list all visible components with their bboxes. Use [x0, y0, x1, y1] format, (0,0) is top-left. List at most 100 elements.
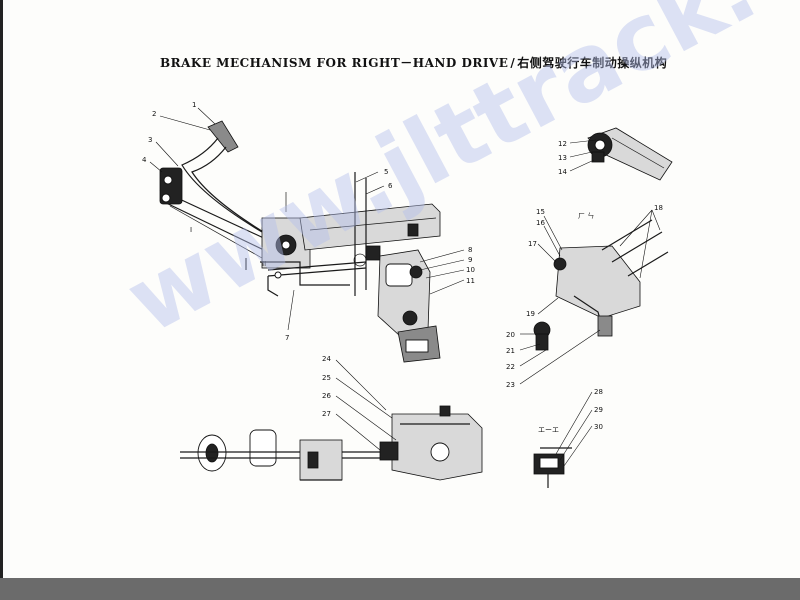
booster-cap [409, 265, 423, 279]
valve-detail [533, 447, 572, 488]
leader-7 [287, 289, 295, 331]
master-cylinder-assembly [285, 172, 441, 363]
part-label-29: 29 [594, 406, 603, 414]
leader-16 [543, 225, 561, 257]
linkage-rod-lower [267, 267, 367, 277]
valve-window [539, 457, 559, 469]
cross-beam [299, 203, 441, 251]
leader-12 [569, 139, 597, 144]
part-label-8: 8 [468, 246, 472, 254]
leader-17 [537, 243, 557, 263]
bracket-body [555, 245, 641, 319]
gearbox-flange [379, 441, 399, 461]
leader-30 [563, 425, 593, 467]
leader-1 [197, 107, 216, 125]
leader-9 [419, 259, 465, 271]
pedal-rod-thin [169, 205, 263, 259]
pedal-arm [181, 137, 263, 233]
part-label-10: 10 [466, 266, 475, 274]
part-label-16: 16 [536, 219, 545, 227]
part-label-24: 24 [322, 355, 331, 363]
scan-edge-bottom [0, 578, 800, 600]
fitting-top [407, 223, 419, 237]
part-label-25: 25 [322, 374, 331, 382]
stray-mark-b: II [262, 260, 266, 268]
part-label-11: 11 [466, 277, 475, 285]
shaft-coupler [249, 429, 277, 467]
part-label-21: 21 [506, 347, 515, 355]
booster-window [385, 263, 413, 287]
part-number-labels: 1 2 3 4 5 6 7 8 9 10 11 12 13 14 15 16 1… [142, 101, 663, 434]
title-separator: / [510, 56, 516, 70]
beam-edge [309, 217, 437, 231]
part-label-1: 1 [192, 101, 196, 109]
lower-link [267, 276, 279, 297]
leader-14 [569, 159, 595, 172]
pedal-arm-edge [191, 146, 271, 237]
part-label-14: 14 [558, 168, 567, 176]
leader-23 [519, 329, 601, 385]
part-label-2: 2 [152, 110, 156, 118]
leader-24 [335, 359, 387, 411]
booster-body [377, 249, 431, 337]
leader-lines [149, 107, 661, 467]
part-label-5: 5 [384, 168, 388, 176]
leader-26 [335, 395, 397, 441]
pedal-bolt-a [163, 175, 173, 185]
axle-assembly [180, 405, 483, 481]
master-cylinder-window [405, 339, 429, 353]
bracket-valve [535, 333, 549, 351]
lever-arm-line [611, 137, 665, 169]
wheel-drum-center [205, 443, 219, 463]
link-pin [274, 271, 282, 279]
leader-15 [543, 215, 563, 251]
leader-3 [155, 141, 179, 167]
part-label-3: 3 [148, 136, 152, 144]
part-label-6: 6 [388, 182, 393, 190]
part-label-23: 23 [506, 381, 515, 389]
bracket-tube-end [597, 315, 613, 337]
bracket-bolt-a [553, 257, 567, 271]
leader-27 [335, 413, 381, 451]
bracket-fins [601, 219, 669, 277]
leader-29 [559, 409, 593, 461]
title-english: BRAKE MECHANISM FOR RIGHT－HAND DRIVE [160, 56, 509, 70]
scan-edge-left [0, 0, 3, 600]
fitting-block [365, 245, 381, 261]
stray-mark-a: I [190, 226, 192, 234]
stray-mark-c: ㄏ ㄣ [578, 212, 594, 220]
gearbox-top-fitting [439, 405, 451, 417]
leader-18 [619, 209, 661, 279]
booster-outlet [402, 310, 418, 326]
part-label-27: 27 [322, 410, 331, 418]
diagram-title: BRAKE MECHANISM FOR RIGHT－HAND DRIVE/右侧驾… [160, 54, 667, 71]
lever-hub-center [594, 139, 606, 151]
leader-19 [537, 297, 559, 315]
leader-21 [519, 343, 541, 351]
linkage-rod-upper [267, 261, 367, 271]
leader-11 [429, 279, 465, 295]
leader-4 [149, 161, 163, 173]
lever-clamp [591, 151, 605, 163]
part-label-28: 28 [594, 388, 603, 396]
stray-mark-d: エーエ [538, 426, 559, 434]
left-housing-core [307, 451, 319, 469]
gearbox-bolt [430, 442, 450, 462]
pedal-bolt-b [161, 193, 171, 203]
title-chinese: 右侧驾驶行车制动操纵机构 [517, 56, 668, 70]
pedal-rod-lower [159, 199, 269, 253]
pedal-assembly [159, 120, 367, 297]
part-label-4: 4 [142, 156, 147, 164]
part-label-15: 15 [536, 208, 545, 216]
part-label-7: 7 [285, 334, 289, 342]
pivot-hub-center [281, 240, 291, 250]
leader-13 [569, 151, 593, 158]
pipe-bracket-detail [533, 219, 669, 351]
leader-10 [425, 269, 465, 279]
leader-2 [159, 115, 211, 131]
part-label-30: 30 [594, 423, 603, 431]
detail-callout-a [353, 253, 367, 267]
part-label-22: 22 [506, 363, 515, 371]
